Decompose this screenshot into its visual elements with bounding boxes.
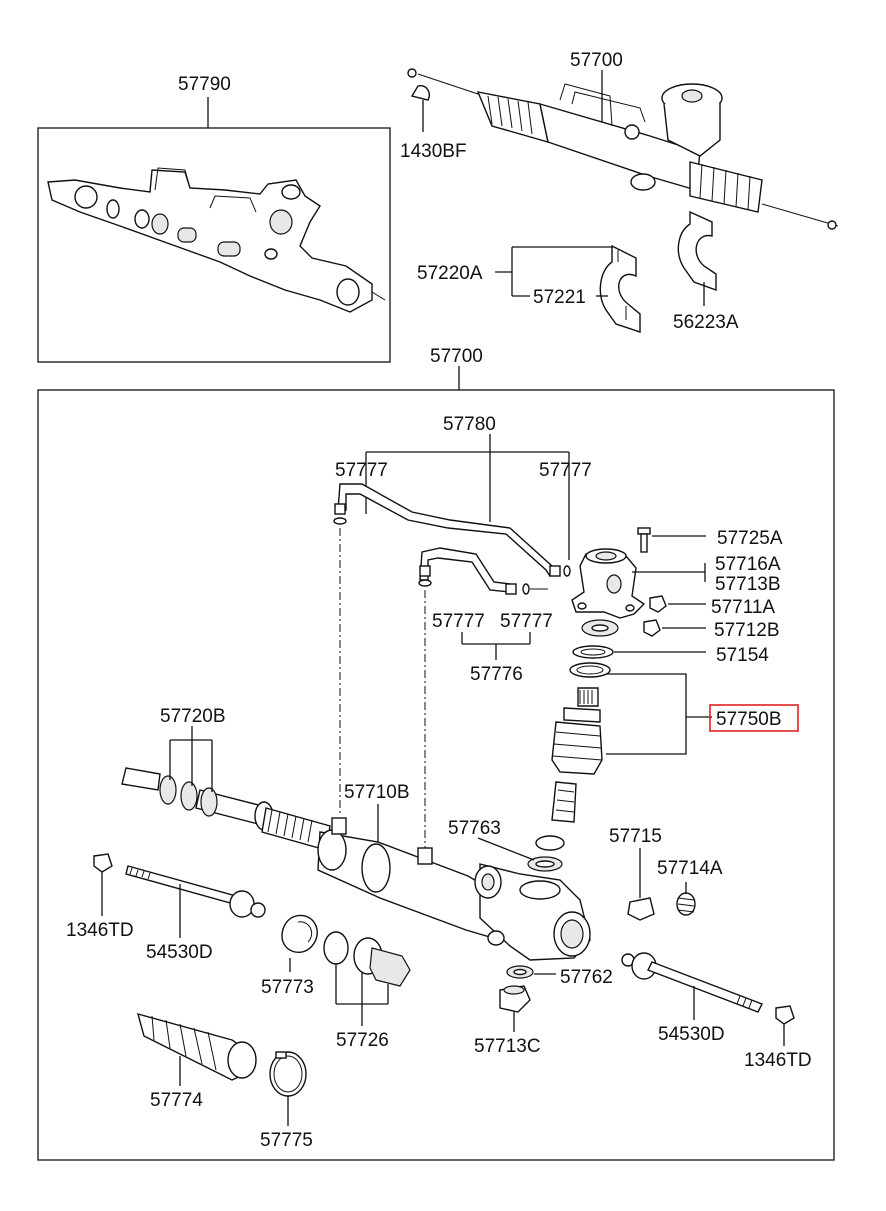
- pinion-shaft-57750B: [551, 673, 799, 823]
- label-57776: 57776: [470, 664, 523, 685]
- label-57713C: 57713C: [474, 1036, 541, 1057]
- bearing-57154: [569, 619, 706, 678]
- rack-housing-57710B: [121, 767, 591, 961]
- label-54530D-right: 54530D: [658, 1024, 725, 1045]
- label-1346TD-right: 1346TD: [744, 1050, 812, 1071]
- label-57763: 57763: [448, 818, 501, 839]
- alignment-dashed-lines: [339, 528, 426, 848]
- label-57790: 57790: [178, 74, 231, 95]
- label-57777-mid-right: 57777: [500, 611, 553, 632]
- bolt-57725A: [637, 527, 706, 553]
- label-54530D-left: 54530D: [146, 942, 213, 963]
- boot-57774: [137, 1012, 257, 1086]
- seal-ring-leaders: [169, 726, 379, 842]
- label-57774: 57774: [150, 1090, 203, 1111]
- label-57712B: 57712B: [714, 620, 780, 641]
- end-nut-right: [775, 1005, 795, 1046]
- snap-ring-57773: [281, 914, 318, 972]
- label-57775: 57775: [260, 1130, 313, 1151]
- tie-rod-right: [621, 952, 763, 1020]
- end-nut-left: [93, 853, 113, 916]
- oil-seal-57763: [477, 835, 565, 872]
- valve-housing: [571, 548, 706, 619]
- pressure-tubes: [333, 483, 571, 595]
- nuts-57711A-57712B: [643, 595, 706, 637]
- yoke-and-spring: [627, 848, 696, 921]
- mounting-brackets: [495, 210, 717, 333]
- label-57720B: 57720B: [160, 706, 226, 727]
- label-57716A: 57716A: [715, 554, 781, 575]
- label-57780: 57780: [443, 414, 496, 435]
- main-box-57700: [37, 366, 835, 1161]
- tie-rod-left: [125, 865, 266, 938]
- yoke-plug-parts: [499, 965, 556, 1032]
- label-57777-left: 57777: [335, 460, 388, 481]
- label-57710B: 57710B: [344, 782, 410, 803]
- label-57725A: 57725A: [717, 528, 783, 549]
- label-57715: 57715: [609, 826, 662, 847]
- label-57777-right: 57777: [539, 460, 592, 481]
- steering-gear-assembly-top: [407, 68, 839, 230]
- bushing-57726: [323, 931, 411, 1026]
- label-57762: 57762: [560, 967, 613, 988]
- label-1430BF: 1430BF: [400, 141, 467, 162]
- label-57777-mid-left: 57777: [432, 611, 485, 632]
- highlight-box-57750B: [709, 704, 799, 732]
- label-57713B: 57713B: [715, 574, 781, 595]
- clamp-57775: [269, 1051, 307, 1126]
- label-57750B: 57750B: [716, 709, 782, 730]
- label-57711A: 57711A: [711, 597, 775, 618]
- label-57221: 57221: [533, 287, 586, 308]
- label-56223A: 56223A: [673, 312, 739, 333]
- label-57220A: 57220A: [417, 263, 483, 284]
- label-57726: 57726: [336, 1030, 389, 1051]
- label-57700-main: 57700: [430, 346, 483, 367]
- tube-set-leaders: [365, 434, 570, 560]
- label-57773: 57773: [261, 977, 314, 998]
- label-57154: 57154: [716, 645, 769, 666]
- label-57700-top: 57700: [570, 50, 623, 71]
- seal-leaders: [461, 632, 531, 660]
- label-1346TD-left: 1346TD: [66, 920, 134, 941]
- label-57714A: 57714A: [657, 858, 723, 879]
- inset-box-57790: [37, 97, 391, 363]
